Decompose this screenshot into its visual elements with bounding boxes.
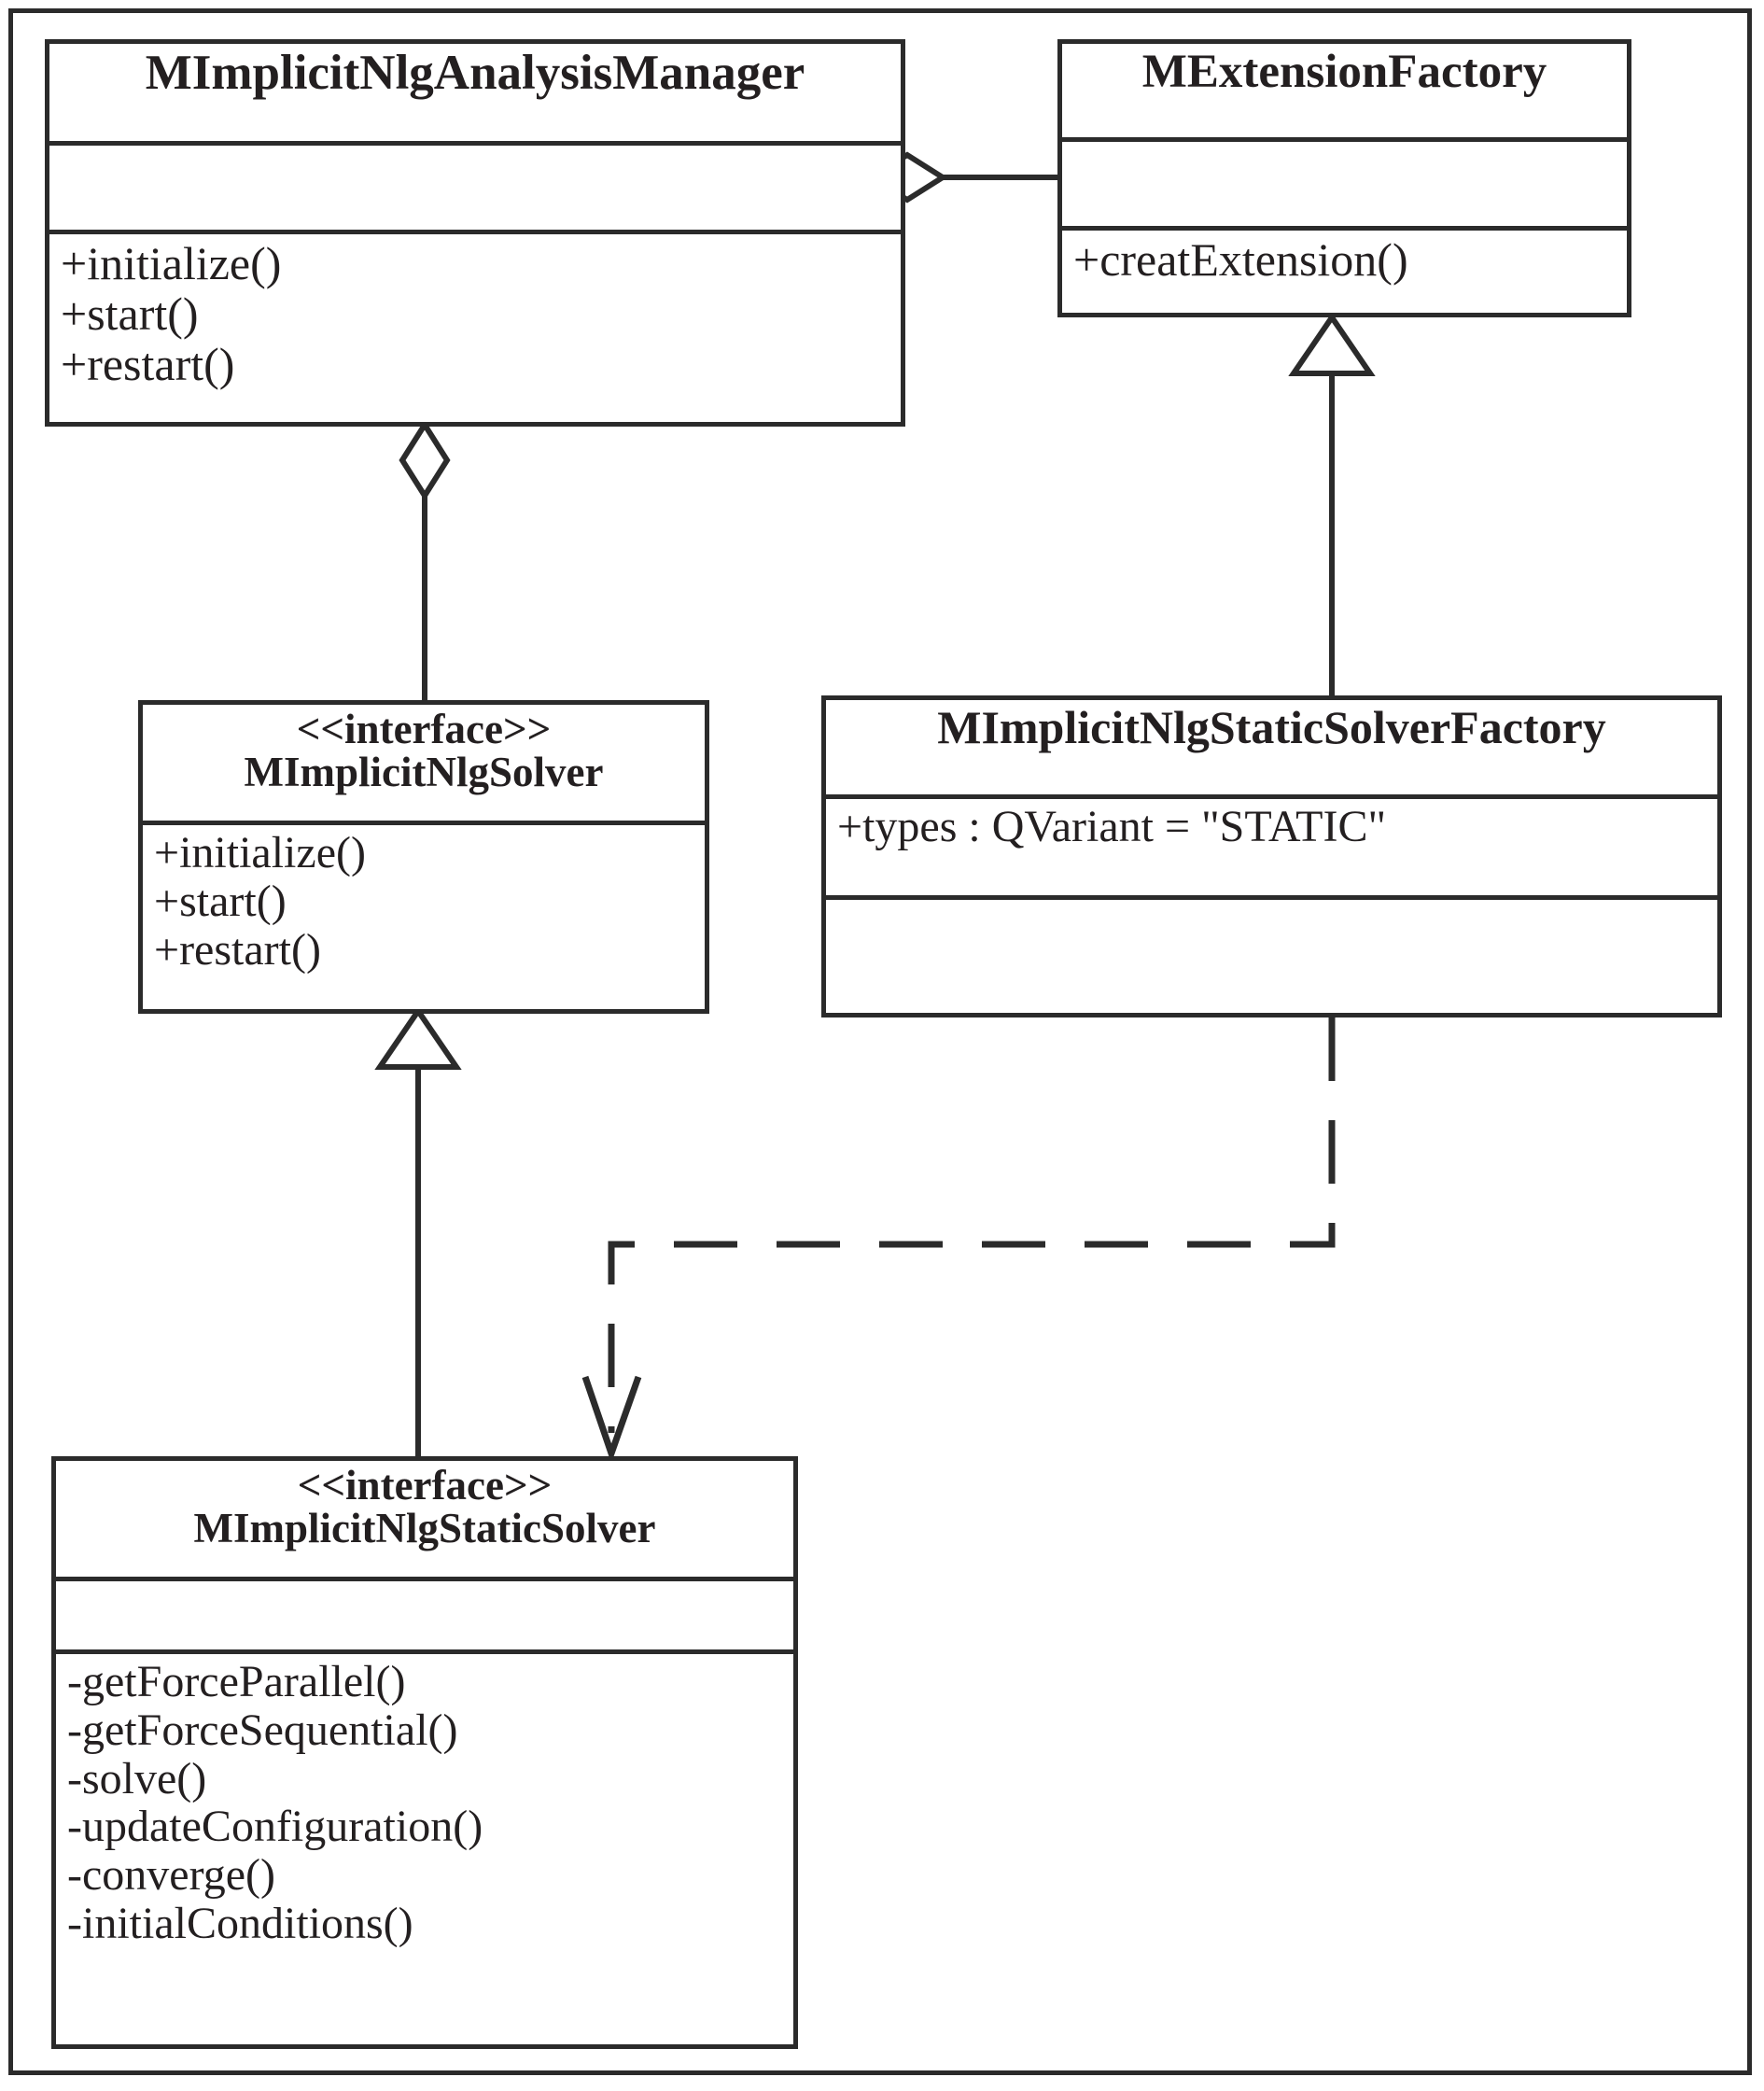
class-box-manager[interactable]: MImplicitNlgAnalysisManager +initialize(…: [45, 39, 905, 427]
operations-compartment-extension-factory: +creatExtension(): [1062, 226, 1627, 317]
class-title-text: MImplicitNlgAnalysisManager: [145, 46, 805, 100]
class-box-static-solver[interactable]: <<interface>> MImplicitNlgStaticSolver -…: [51, 1456, 798, 2049]
operation-item: +initialize(): [61, 237, 282, 289]
operation-item: -initialConditions(): [67, 1899, 413, 1949]
class-name-manager: MImplicitNlgAnalysisManager: [49, 44, 901, 141]
class-title-text: MImplicitNlgStaticSolverFactory: [937, 701, 1606, 753]
class-name-solver: <<interface>> MImplicitNlgSolver: [143, 705, 705, 821]
attribute-item: +types : QVariant = "STATIC": [837, 802, 1387, 851]
class-name-extension-factory: MExtensionFactory: [1062, 44, 1627, 137]
stereotype-label: <<interface>>: [297, 1462, 553, 1509]
operations-compartment-static-solver: -getForceParallel() -getForceSequential(…: [56, 1649, 793, 2044]
class-box-extension-factory[interactable]: MExtensionFactory +creatExtension(): [1057, 39, 1631, 317]
class-name-static-solver: <<interface>> MImplicitNlgStaticSolver: [56, 1461, 793, 1577]
operation-item: +creatExtension(): [1073, 233, 1408, 286]
class-box-solver[interactable]: <<interface>> MImplicitNlgSolver +initia…: [138, 700, 709, 1014]
operation-item: -solve(): [67, 1753, 207, 1803]
operation-item: +start(): [154, 876, 287, 926]
class-name-static-solver-factory: MImplicitNlgStaticSolverFactory: [826, 700, 1717, 794]
operation-item: -updateConfiguration(): [67, 1802, 483, 1852]
attributes-compartment-manager: [49, 141, 901, 230]
operations-compartment-static-solver-factory: [826, 895, 1717, 1013]
attributes-compartment-extension-factory: [1062, 137, 1627, 226]
operations-compartment-solver: +initialize() +start() +restart(): [143, 821, 705, 1014]
operation-item: +restart(): [154, 924, 321, 975]
operation-item: +restart(): [61, 338, 235, 390]
class-title-text: MImplicitNlgStaticSolver: [193, 1504, 656, 1551]
operations-compartment-manager: +initialize() +start() +restart(): [49, 230, 901, 427]
attributes-compartment-static-solver-factory: +types : QVariant = "STATIC": [826, 794, 1717, 895]
attributes-compartment-static-solver: [56, 1577, 793, 1649]
class-title-text: MExtensionFactory: [1141, 46, 1547, 98]
operation-item: +start(): [61, 288, 199, 340]
operation-item: -getForceParallel(): [67, 1657, 406, 1706]
class-title-text: MImplicitNlgSolver: [244, 748, 604, 795]
stereotype-label: <<interface>>: [296, 706, 552, 752]
operation-item: -getForceSequential(): [67, 1705, 458, 1755]
class-box-static-solver-factory[interactable]: MImplicitNlgStaticSolverFactory +types :…: [821, 695, 1722, 1017]
operation-item: -converge(): [67, 1850, 275, 1901]
operation-item: +initialize(): [154, 828, 366, 877]
